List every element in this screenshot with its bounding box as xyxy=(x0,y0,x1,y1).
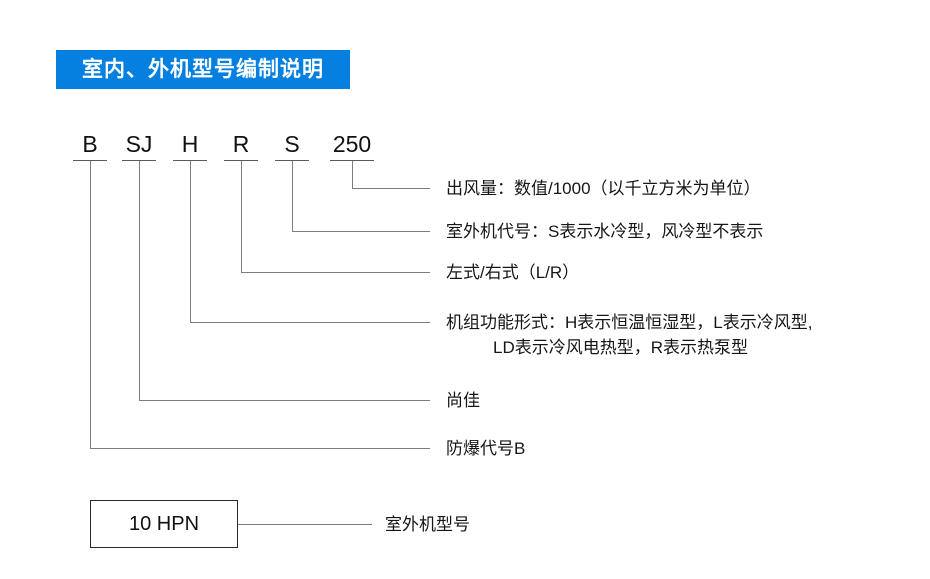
model-code-token-underline xyxy=(275,160,309,161)
model-code-token: B xyxy=(82,131,98,157)
model-code-token-underline xyxy=(173,160,207,161)
leader-line-vertical xyxy=(139,161,140,400)
callout-label: 尚佳 xyxy=(446,388,480,413)
callout-label-line1: 防爆代号B xyxy=(446,439,526,458)
leader-line-vertical xyxy=(292,161,293,231)
leader-line-vertical xyxy=(241,161,242,272)
callout-label-line1: 出风量：数值/1000（以千立方米为单位） xyxy=(446,179,761,198)
callout-label-line1: 机组功能形式：H表示恒温恒湿型，L表示冷风型, xyxy=(446,313,813,332)
callout-label: 室外机代号：S表示水冷型，风冷型不表示 xyxy=(446,219,763,244)
model-code-token: 250 xyxy=(332,131,372,157)
model-code-token-underline xyxy=(122,160,156,161)
leader-line-horizontal xyxy=(241,272,430,273)
model-code-token: S xyxy=(284,131,300,157)
leader-line-horizontal xyxy=(292,231,430,232)
page-title-banner: 室内、外机型号编制说明 xyxy=(56,50,350,89)
outdoor-unit-model-box: 10 HPN xyxy=(90,500,238,548)
callout-label-line1: 室外机代号：S表示水冷型，风冷型不表示 xyxy=(446,222,764,241)
leader-line-horizontal xyxy=(352,188,430,189)
leader-line-vertical xyxy=(352,161,353,188)
model-code-token-underline xyxy=(224,160,258,161)
leader-line-vertical xyxy=(90,161,91,448)
callout-label-line1: 左式/右式（L/R） xyxy=(446,263,580,282)
leader-line-horizontal xyxy=(190,322,430,323)
outdoor-unit-label: 室外机型号 xyxy=(385,515,470,534)
callout-label: 机组功能形式：H表示恒温恒湿型，L表示冷风型, LD表示冷风电热型，R表示热泵型 xyxy=(446,310,812,360)
outdoor-unit-connector-line xyxy=(238,524,372,525)
model-code-token: R xyxy=(232,131,250,157)
outdoor-unit-model-text: 10 HPN xyxy=(128,513,200,535)
callout-label-line2: LD表示冷风电热型，R表示热泵型 xyxy=(493,338,749,357)
callout-label-line1: 尚佳 xyxy=(446,391,480,410)
model-code-token-underline xyxy=(73,160,107,161)
leader-line-horizontal xyxy=(90,448,430,449)
model-code-token: SJ xyxy=(125,131,153,157)
leader-line-horizontal xyxy=(139,400,430,401)
leader-line-vertical xyxy=(190,161,191,322)
callout-label: 防爆代号B xyxy=(446,436,525,461)
page-title: 室内、外机型号编制说明 xyxy=(82,58,324,81)
callout-label: 出风量：数值/1000（以千立方米为单位） xyxy=(446,176,761,201)
model-code-token: H xyxy=(181,131,199,157)
model-code-token-underline xyxy=(330,160,374,161)
callout-label: 左式/右式（L/R） xyxy=(446,260,579,285)
